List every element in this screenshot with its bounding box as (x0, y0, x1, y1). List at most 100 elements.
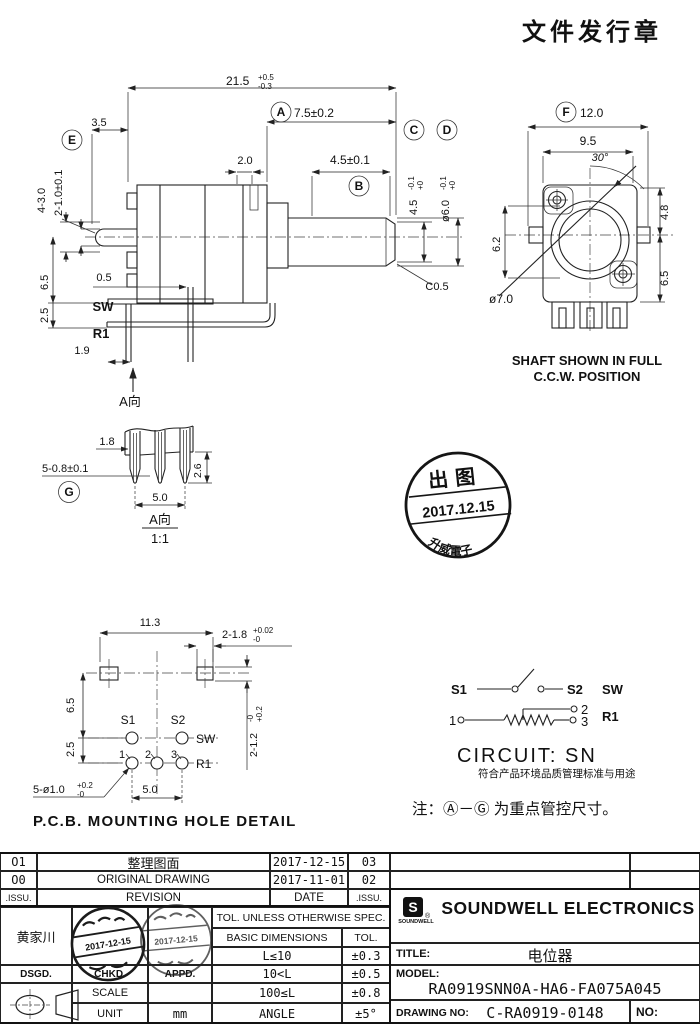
model-value: RA0919SNN0A-HA6-FA075A045 (428, 980, 662, 998)
title-value: 电位器 (527, 948, 573, 965)
issue-stamp-top: 出图 (427, 464, 483, 493)
rev-row2-empty2 (630, 871, 700, 889)
circuit-linework (457, 668, 578, 727)
issue-stamp-company: 升威電子 (425, 530, 474, 562)
company-name: SOUNDWELL ELECTRONICS (441, 898, 695, 918)
detail-view-scale: 1:1 (151, 531, 169, 546)
key-dimension-note: 注：Ⓐ－Ⓖ 为重点管控尺寸。 (412, 800, 618, 818)
frame-line-mid-right (390, 888, 700, 890)
label-sw: SW (93, 299, 115, 314)
pcb-label-sw: SW (196, 732, 216, 746)
chkd-stamp-cell (72, 907, 148, 965)
rev-row2-date: 2017-11-01 (270, 871, 348, 889)
dim-D: ø6.0 (440, 200, 452, 222)
pcb-label-2: 2 (145, 749, 151, 761)
caption-shaft-2: C.C.W. POSITION (534, 369, 641, 384)
dim-2-0: 2.0 (237, 155, 252, 167)
dim-6-5: 6.5 (39, 275, 51, 290)
pcb-detail-linework (33, 630, 292, 803)
dim-0-5: 0.5 (96, 272, 111, 284)
tol-val-1: ±0.3 (342, 947, 390, 965)
dim-D-tol-up: +0 (448, 180, 457, 190)
circuit-title: CIRCUIT: SN (457, 745, 597, 767)
pcb-label-r1: R1 (196, 757, 212, 771)
tol-val-4: ±5° (342, 1003, 390, 1024)
tol-header: TOL. UNLESS OTHERWISE SPEC. (212, 907, 390, 928)
dim-total-width: 21.5 (226, 74, 250, 88)
issue-stamp-date: 2017.12.15 (422, 498, 496, 521)
dim-2-5: 2.5 (39, 308, 51, 323)
side-view-linework (48, 85, 464, 392)
pcb-dim-2-5: 2.5 (65, 742, 77, 757)
circuit-text: S1 S2 SW 2 1 3 R1 CIRCUIT: SN 符合产品环境品质管理… (412, 682, 636, 818)
scale-value-cell (148, 983, 212, 1003)
rev-row2-no: 02 (348, 871, 390, 889)
pcb-label-3: 3 (171, 749, 177, 761)
dim-2-1-2-up: +0.2 (255, 706, 264, 722)
balloon-F: F (562, 105, 569, 119)
soundwell-logo-text: SOUNDWELL (398, 919, 434, 925)
pcb-label-1: 1 (119, 749, 125, 761)
balloon-C: C (410, 123, 419, 137)
frame-line-mid-left (0, 905, 390, 907)
dim-E: 2-1.0±0.1 (53, 170, 65, 216)
circuit-1: 1 (449, 713, 456, 728)
dim-5-0: 5.0 (152, 492, 167, 504)
drawing-no-label: DRAWING NO: (396, 1007, 469, 1019)
registered-mark-icon: ® (425, 913, 431, 920)
rev-row2-issu: O0 (0, 871, 37, 889)
dim-C-tol-dn: -0.1 (407, 176, 416, 190)
dim-12-0: 12.0 (580, 106, 604, 120)
detail-a-linework (42, 425, 212, 529)
tol-range-3: 100≤L (212, 983, 342, 1003)
dim-total-tol-up: +0.5 (258, 73, 274, 82)
dsgd-label: DSGD. (0, 965, 72, 983)
balloon-B: B (355, 179, 364, 193)
pcb-label-s2: S2 (171, 713, 186, 727)
frame-line-bottom (0, 1022, 700, 1024)
pcb-detail-text: 11.3 2-1.8 +0.02 -0 6.5 2.5 S1 S2 SW 1 2… (33, 617, 297, 830)
side-view-dimensions: 21.5 +0.5 -0.3 A 7.5±0.2 3.5 2.0 4.5±0.1… (36, 73, 458, 409)
scale-label: SCALE (72, 983, 148, 1003)
rev-row1-date: 2017-12-15 (270, 853, 348, 871)
dim-dia-7-0: ø7.0 (489, 292, 513, 306)
chkd-label: CHKD. (72, 965, 148, 983)
circuit-r1: R1 (602, 709, 619, 724)
no-label: NO: (630, 1000, 700, 1024)
circuit-note-compliance: 符合产品环境品质管理标准与用途 (478, 767, 636, 780)
rev-row1-empty1 (390, 853, 630, 871)
circuit-s1: S1 (451, 682, 467, 697)
dim-11-3: 11.3 (140, 617, 161, 629)
dim-5-dia-1-0: 5-ø1.0 (33, 784, 65, 796)
pcb-caption: P.C.B. MOUNTING HOLE DETAIL (33, 813, 297, 830)
designer-name: 黄家川 (0, 907, 72, 965)
dim-3-5: 3.5 (91, 117, 106, 129)
balloon-E: E (68, 133, 76, 147)
dim-2-1-2-dn: -0 (246, 714, 255, 722)
dim-30deg: 30° (592, 152, 609, 164)
balloon-G: G (64, 485, 73, 499)
rev-row1-no: 03 (348, 853, 390, 871)
drawing-canvas: 文件发行章 (33, 18, 674, 830)
pcb-dim-5-0: 5.0 (142, 784, 157, 796)
dim-1-9: 1.9 (74, 345, 89, 357)
detail-a-dimensions: 1.8 5-0.8±0.1 G 2.6 5.0 A向 1:1 (42, 436, 204, 546)
basic-dimensions-header: BASIC DIMENSIONS (212, 928, 342, 947)
release-stamp-header: 文件发行章 (522, 18, 662, 46)
view-arrow-label: A向 (119, 394, 141, 409)
circuit-sw: SW (602, 682, 624, 697)
tol-range-2: 10<L (212, 965, 342, 983)
chamfer-note: C0.5 (425, 281, 448, 293)
rev-row1-issu: O1 (0, 853, 37, 871)
balloon-D: D (443, 123, 452, 137)
frame-line-top (0, 852, 700, 854)
frame-line-vertical (389, 889, 391, 1024)
circuit-s2: S2 (567, 682, 583, 697)
tol-col-header: TOL. (342, 928, 390, 947)
tol-val-3: ±0.8 (342, 983, 390, 1003)
dim-2-6: 2.6 (192, 463, 204, 478)
dim-4-3-0: 4-3.0 (36, 188, 48, 213)
rev-row2-desc: ORIGINAL DRAWING (37, 871, 270, 889)
soundwell-logo: S (403, 897, 423, 917)
